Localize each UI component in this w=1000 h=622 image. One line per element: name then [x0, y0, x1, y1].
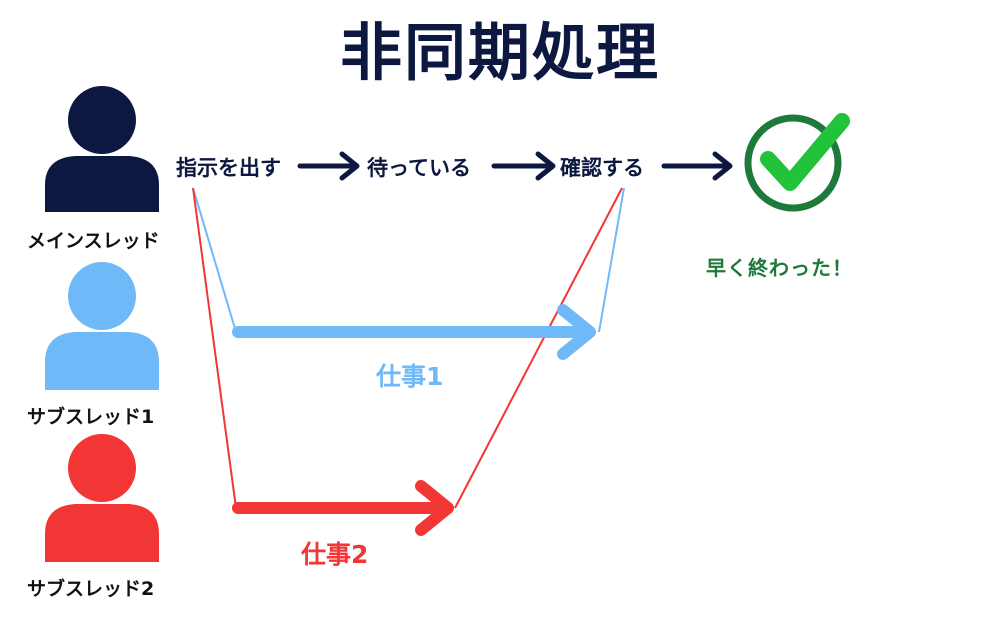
task-1-arrow: [232, 304, 596, 360]
task-2-arrow: [232, 480, 454, 536]
step-issue-instruction: 指示を出す: [176, 156, 281, 180]
task-2-label: 仕事2: [301, 540, 369, 569]
step-arrow-3: [661, 151, 733, 181]
checkmark-icon: [744, 113, 850, 212]
main-thread-label: メインスレッド: [27, 230, 160, 252]
task-1-label: 仕事1: [376, 362, 444, 391]
result-label: 早く終わった！: [706, 256, 853, 280]
sub-thread-2-person-icon: [45, 434, 159, 562]
sub-thread-1-connector: [192, 187, 625, 333]
step-confirm: 確認する: [560, 156, 644, 180]
step-waiting: 待っている: [367, 156, 471, 180]
main-thread-person-icon: [45, 86, 159, 212]
step-arrow-2: [491, 151, 556, 181]
sub-thread-1-label: サブスレッド1: [27, 406, 155, 428]
sub-thread-2-connector: [192, 187, 623, 509]
sub-thread-1-person-icon: [45, 262, 159, 390]
page-title: 非同期処理: [339, 16, 660, 89]
step-arrow-1: [297, 151, 360, 181]
sub-thread-2-label: サブスレッド2: [27, 578, 155, 600]
